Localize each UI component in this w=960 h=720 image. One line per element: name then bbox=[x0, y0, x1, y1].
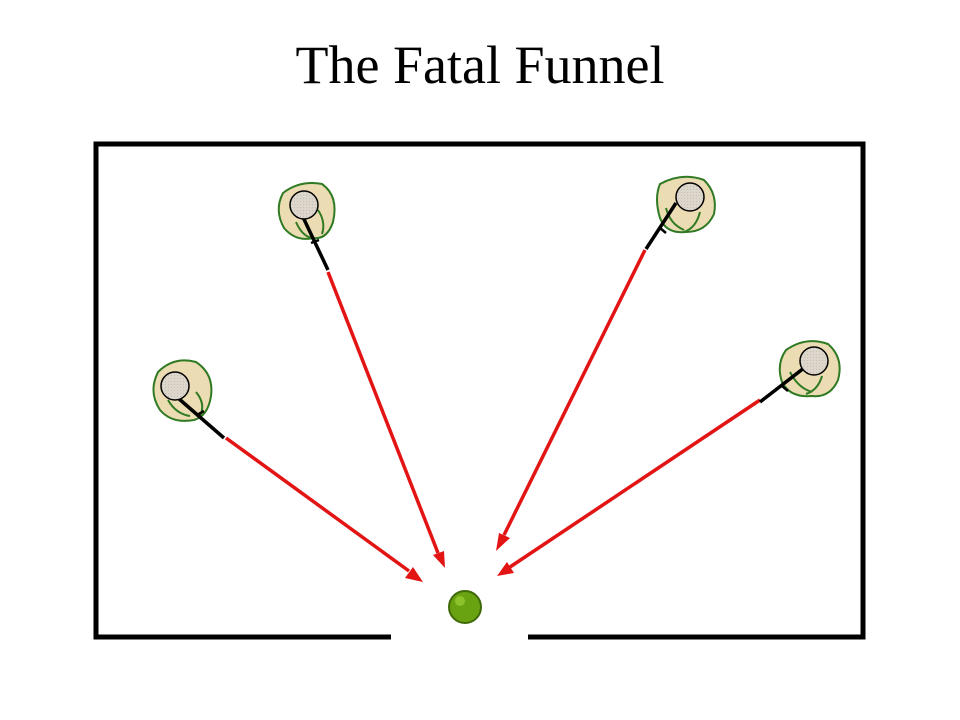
shooter-head bbox=[160, 371, 190, 401]
entry-person bbox=[448, 590, 482, 624]
shooter-rifle-grip bbox=[781, 385, 789, 392]
shooter-rifle-grip bbox=[196, 409, 205, 417]
shooter-right bbox=[758, 340, 841, 404]
line-of-fire-top-left bbox=[326, 271, 445, 568]
slide-title: The Fatal Funnel bbox=[295, 35, 665, 95]
shooter-rifle bbox=[644, 202, 678, 250]
shooter-arm bbox=[295, 209, 325, 239]
line-of-fire-right bbox=[497, 398, 761, 576]
shooter-rifle-grip bbox=[310, 238, 320, 245]
entry-person-highlight bbox=[455, 596, 465, 606]
shooter-top-left bbox=[277, 182, 336, 271]
shooter-left bbox=[152, 359, 226, 440]
shooter-rifle bbox=[176, 396, 226, 440]
shooter-rifle-grip bbox=[659, 227, 667, 234]
shooter-rifle bbox=[758, 366, 806, 404]
shooter-arm bbox=[665, 207, 701, 233]
shooter-head bbox=[675, 182, 705, 212]
line-of-fire-left bbox=[224, 436, 423, 582]
shooter-arm bbox=[789, 371, 823, 395]
shooter-top-right bbox=[644, 175, 716, 250]
shooter-head bbox=[289, 190, 319, 220]
room-wall bbox=[93, 141, 866, 640]
shooter-head bbox=[799, 346, 829, 376]
lines-of-fire bbox=[224, 249, 761, 582]
line-of-fire-top-right bbox=[496, 249, 647, 551]
